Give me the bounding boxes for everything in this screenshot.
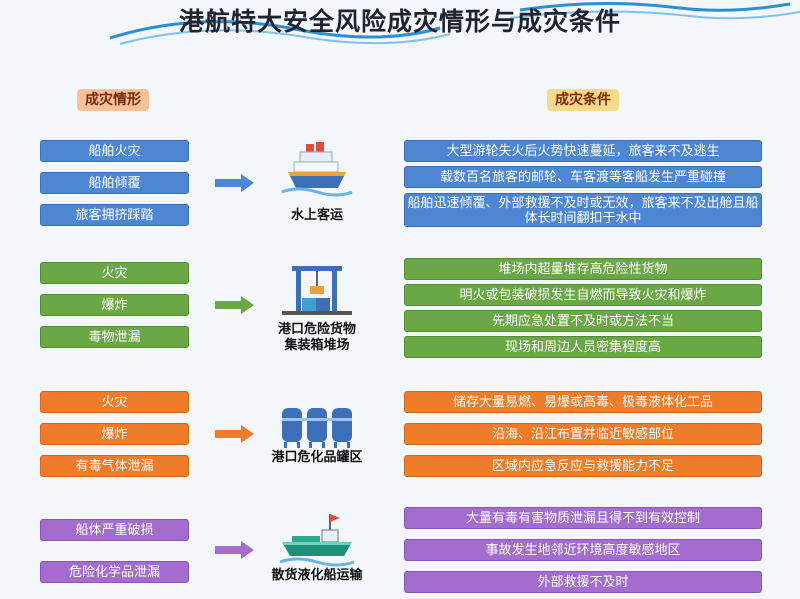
condition-box: 现场和周边人员密集程度高: [404, 336, 762, 358]
group-label: 水上客运: [290, 208, 343, 223]
page-title: 港航特大安全风险成灾情形与成灾条件: [178, 7, 621, 36]
situation-box: 火灾: [40, 391, 189, 413]
condition-box: 船舶迅速倾覆、外部救援不及时或无效，旅客来不及出舱且船体长时间翻扣于水中: [404, 193, 762, 227]
condition-box: 沿海、沿江布置并临近敏感部位: [404, 423, 762, 445]
situation-box: 有毒气体泄漏: [40, 455, 189, 477]
arrow-right-icon: [215, 541, 254, 559]
situation-box: 船舶倾覆: [40, 172, 189, 194]
condition-box: 大型游轮失火后火势快速蔓延，旅客来不及逃生: [404, 140, 762, 162]
tanker-ship-icon: [279, 514, 355, 567]
situation-box: 旅客拥挤踩踏: [40, 204, 189, 226]
condition-box: 堆场内超量堆存高危险性货物: [404, 258, 762, 280]
condition-box: 事故发生地邻近环境高度敏感地区: [404, 539, 762, 561]
condition-box: 大量有毒有害物质泄漏且得不到有效控制: [404, 507, 762, 529]
situations-header: 成灾情形: [77, 89, 149, 111]
container-crane-icon: [282, 266, 352, 315]
arrow-right-icon: [215, 296, 254, 314]
arrow-right-icon: [215, 425, 254, 443]
situation-box: 危险化学品泄漏: [40, 561, 189, 583]
situation-box: 爆炸: [40, 294, 189, 316]
situation-box: 船舶火灾: [40, 140, 189, 162]
situation-box: 火灾: [40, 262, 189, 284]
situation-box: 船体严重破损: [40, 519, 189, 541]
conditions-header: 成灾条件: [547, 89, 619, 111]
condition-box: 外部救援不及时: [404, 571, 762, 593]
arrow-right-icon: [215, 174, 254, 192]
situation-box: 爆炸: [40, 423, 189, 445]
cruise-ship-icon: [281, 142, 353, 197]
group-label: 港口危化品罐区: [271, 450, 363, 465]
group-label-line2: 集装箱堆场: [284, 338, 350, 353]
situation-box: 毒物泄漏: [40, 326, 189, 348]
condition-box: 载数百名旅客的邮轮、车客渡等客船发生严重碰撞: [404, 166, 762, 188]
condition-box: 区域内应急反应与救援能力不足: [404, 455, 762, 477]
group-label-line1: 港口危险货物: [277, 322, 356, 337]
storage-tank-icon: [282, 408, 352, 448]
condition-box: 先期应急处置不及时或方法不当: [404, 310, 762, 332]
wave-decoration: [109, 1, 800, 45]
condition-box: 明火或包装破损发生自燃而导致火灾和爆炸: [404, 284, 762, 306]
group-label: 散货液化船运输: [271, 568, 363, 583]
condition-box: 储存大量易燃、易爆或高毒、极毒液体化工品: [404, 391, 762, 413]
